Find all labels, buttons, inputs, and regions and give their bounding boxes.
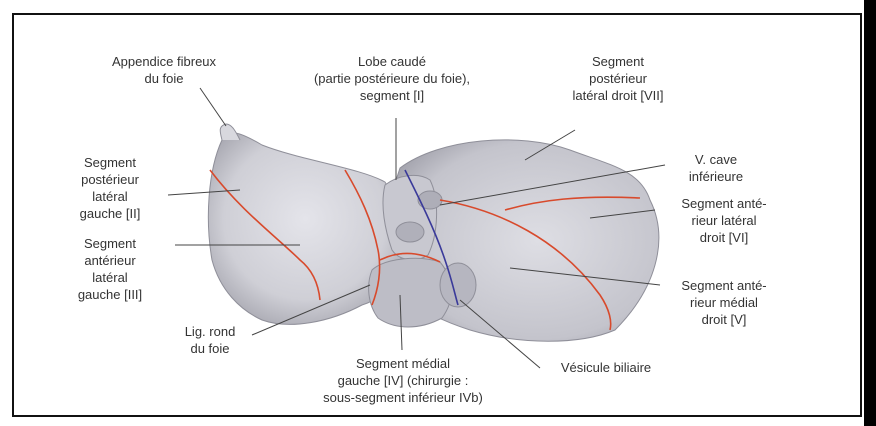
svg-text:postérieur: postérieur bbox=[589, 71, 647, 86]
svg-text:Lig. rond: Lig. rond bbox=[185, 324, 236, 339]
svg-text:Segment: Segment bbox=[84, 155, 136, 170]
svg-text:segment [I]: segment [I] bbox=[360, 88, 424, 103]
svg-text:sous-segment inférieur IVb): sous-segment inférieur IVb) bbox=[323, 390, 483, 405]
svg-text:Segment: Segment bbox=[84, 236, 136, 251]
leader-appendice bbox=[200, 88, 226, 126]
label-lig-rond: Lig. rond du foie bbox=[185, 324, 236, 356]
label-seg-iv: Segment médial gauche [IV] (chirurgie : … bbox=[323, 356, 483, 405]
svg-text:du foie: du foie bbox=[190, 341, 229, 356]
porta-hepatis bbox=[396, 222, 424, 242]
label-seg-ii: Segment postérieur latéral gauche [II] bbox=[80, 155, 141, 221]
svg-text:antérieur: antérieur bbox=[84, 253, 136, 268]
gallbladder bbox=[440, 263, 476, 307]
svg-text:Appendice fibreux: Appendice fibreux bbox=[112, 54, 217, 69]
svg-text:droit [V]: droit [V] bbox=[702, 312, 747, 327]
svg-text:(partie postérieure du foie),: (partie postérieure du foie), bbox=[314, 71, 470, 86]
svg-text:Segment anté-: Segment anté- bbox=[681, 278, 766, 293]
svg-text:du foie: du foie bbox=[144, 71, 183, 86]
vena-cava-opening bbox=[418, 191, 442, 209]
label-seg-iii: Segment antérieur latéral gauche [III] bbox=[78, 236, 142, 302]
svg-text:rieur médial: rieur médial bbox=[690, 295, 758, 310]
svg-text:postérieur: postérieur bbox=[81, 172, 139, 187]
label-vesicule: Vésicule biliaire bbox=[561, 360, 651, 375]
svg-text:latéral: latéral bbox=[92, 189, 128, 204]
label-v-cave: V. cave inférieure bbox=[689, 152, 743, 184]
segment-iv-lobe bbox=[369, 258, 452, 327]
label-lobe-caude: Lobe caudé (partie postérieure du foie),… bbox=[314, 54, 470, 103]
svg-text:Segment anté-: Segment anté- bbox=[681, 196, 766, 211]
label-appendice: Appendice fibreux du foie bbox=[112, 54, 217, 86]
label-seg-v: Segment anté- rieur médial droit [V] bbox=[681, 278, 766, 327]
svg-text:Segment: Segment bbox=[592, 54, 644, 69]
svg-text:droit [VI]: droit [VI] bbox=[700, 230, 748, 245]
svg-text:Segment médial: Segment médial bbox=[356, 356, 450, 371]
appendix-fibrous bbox=[220, 124, 240, 140]
svg-text:latéral: latéral bbox=[92, 270, 128, 285]
svg-text:gauche [II]: gauche [II] bbox=[80, 206, 141, 221]
svg-text:rieur latéral: rieur latéral bbox=[691, 213, 756, 228]
svg-text:gauche [IV] (chirurgie :: gauche [IV] (chirurgie : bbox=[338, 373, 469, 388]
svg-text:Lobe caudé: Lobe caudé bbox=[358, 54, 426, 69]
label-seg-vii: Segment postérieur latéral droit [VII] bbox=[572, 54, 663, 103]
svg-text:inférieure: inférieure bbox=[689, 169, 743, 184]
label-seg-vi: Segment anté- rieur latéral droit [VI] bbox=[681, 196, 766, 245]
svg-text:gauche [III]: gauche [III] bbox=[78, 287, 142, 302]
svg-text:V. cave: V. cave bbox=[695, 152, 737, 167]
svg-text:latéral droit [VII]: latéral droit [VII] bbox=[572, 88, 663, 103]
svg-text:Vésicule biliaire: Vésicule biliaire bbox=[561, 360, 651, 375]
